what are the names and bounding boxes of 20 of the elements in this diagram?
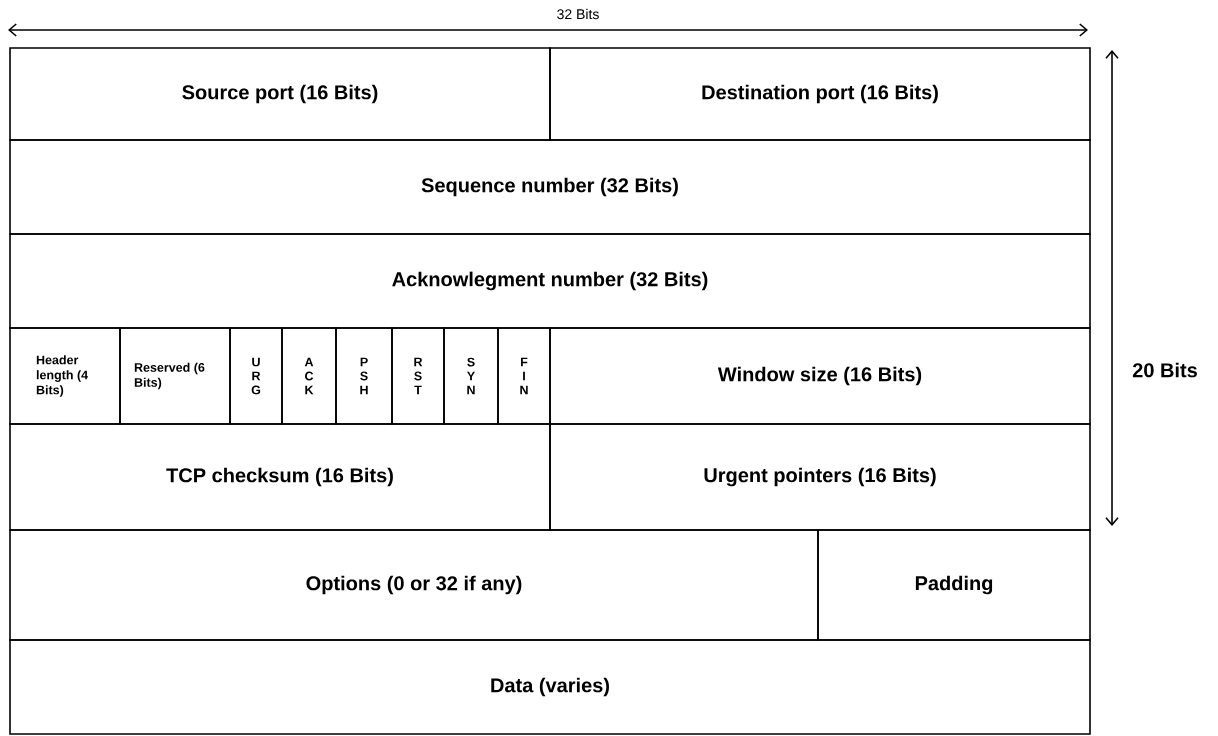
field-cell: F I N [497,327,551,425]
field-cell: Sequence number (32 Bits) [9,139,1091,235]
field-cell: P S H [335,327,393,425]
dimension-label: 32 Bits [557,8,599,20]
field-cell: Reserved (6 Bits) [119,327,231,425]
field-cell: Destination port (16 Bits) [549,47,1091,141]
dimension-label: 20 Bits [1132,362,1197,378]
field-cell: S Y N [443,327,499,425]
field-cell: Acknowlegment number (32 Bits) [9,233,1091,329]
field-cell: U R G [229,327,283,425]
field-cell: Source port (16 Bits) [9,47,551,141]
field-cell: R S T [391,327,445,425]
field-cell: Options (0 or 32 if any) [9,529,819,641]
field-cell: A C K [281,327,337,425]
field-cell: TCP checksum (16 Bits) [9,423,551,531]
field-cell: Urgent pointers (16 Bits) [549,423,1091,531]
field-cell: Header length (4 Bits) [9,327,121,425]
field-cell: Window size (16 Bits) [549,327,1091,425]
field-cell: Padding [817,529,1091,641]
field-cell: Data (varies) [9,639,1091,735]
